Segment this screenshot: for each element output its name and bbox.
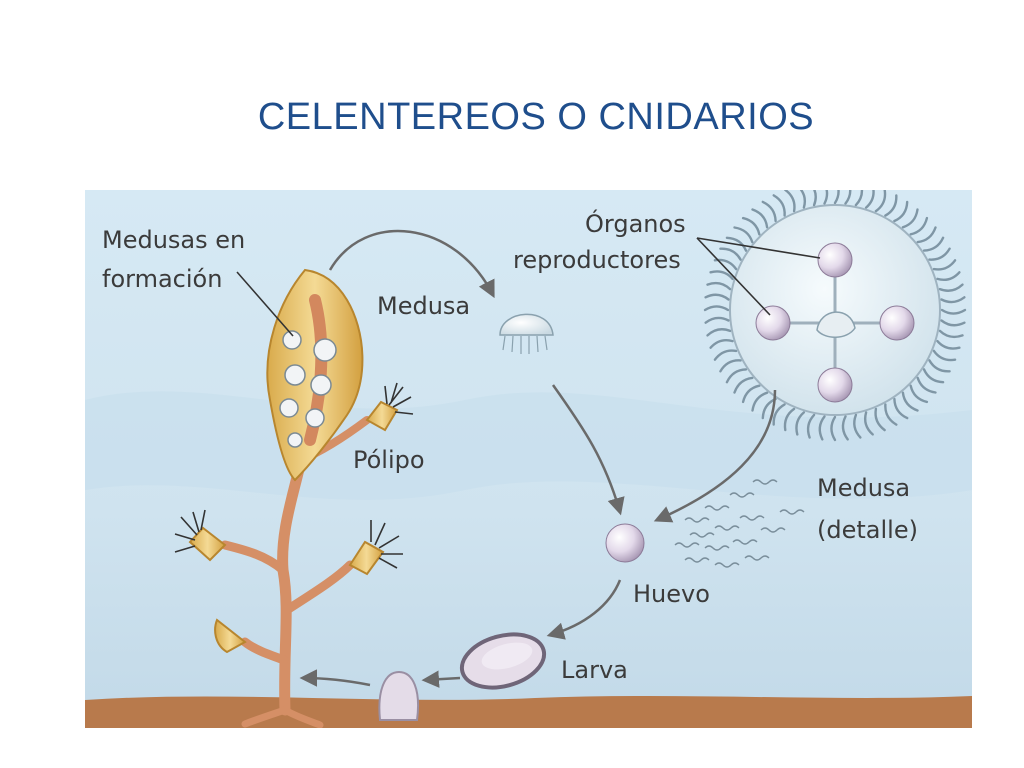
tentacle — [928, 359, 951, 373]
polyp-lower-cup — [214, 618, 247, 654]
tentacle — [874, 407, 886, 432]
tentacle — [783, 407, 796, 432]
tentacle — [922, 368, 945, 384]
tentacle — [709, 270, 734, 281]
tentacle — [725, 368, 748, 384]
arrow-medusa-to-egg — [551, 384, 625, 516]
label-larva: Larva — [561, 656, 628, 684]
tentacle — [854, 190, 864, 207]
tentacle — [709, 338, 734, 349]
tentacle — [874, 190, 887, 213]
tentacle — [751, 391, 769, 412]
medusa-detail — [703, 190, 967, 442]
tentacle — [932, 259, 957, 271]
label-medusa: Medusa — [377, 292, 470, 320]
tentacle — [704, 293, 730, 301]
tentacle — [772, 194, 786, 217]
arrow-settled-to-colony — [299, 669, 371, 687]
label-huevo: Huevo — [633, 580, 710, 608]
tentacle — [909, 384, 929, 404]
arrow-detail-to-egg — [653, 389, 777, 523]
larva — [459, 632, 547, 690]
tentacle — [795, 411, 806, 436]
tentacle — [864, 190, 875, 209]
tentacle — [922, 236, 945, 252]
tentacle — [713, 349, 738, 361]
tentacle — [741, 216, 761, 236]
tentacle — [719, 247, 742, 261]
label-medusas-en-formacion-1: Medusas en — [102, 226, 245, 254]
tentacle — [940, 308, 967, 315]
egg — [605, 523, 645, 563]
tentacle — [704, 316, 730, 324]
seabed — [85, 696, 972, 728]
label-medusas-en-formacion-2: formación — [102, 265, 222, 293]
medusa-drawing — [499, 313, 554, 354]
tentacle — [833, 190, 840, 205]
label-organos-1: Órganos — [585, 208, 686, 238]
gonad-bottom — [817, 367, 853, 403]
tentacle — [938, 283, 964, 292]
settled-larva — [378, 670, 419, 721]
tentacle — [938, 329, 964, 339]
tentacle — [799, 190, 807, 209]
arrow-larva-to-settled — [421, 670, 461, 688]
tentacle — [719, 359, 742, 373]
tentacle — [733, 376, 754, 394]
tentacle — [853, 413, 862, 439]
tentacle — [893, 200, 909, 223]
tentacle — [841, 415, 849, 441]
tentacle — [916, 226, 937, 244]
tentacle — [784, 190, 796, 213]
tentacle — [916, 376, 937, 394]
label-pointers — [236, 237, 821, 337]
label-organos-2: reproductores — [513, 246, 681, 274]
tentacle — [936, 339, 961, 350]
tentacle — [823, 190, 829, 205]
tentacle — [751, 208, 769, 229]
tentacle — [706, 281, 732, 291]
gonad-top — [817, 242, 853, 278]
tentacle — [893, 397, 909, 420]
polyp-right-middle — [348, 520, 403, 576]
tentacle — [703, 305, 730, 312]
tentacle — [830, 415, 837, 442]
polyp-right-top — [365, 382, 414, 432]
tentacle — [772, 403, 786, 426]
tentacle — [741, 384, 761, 404]
label-polipo: Pólipo — [353, 446, 425, 474]
cycle-arrows — [299, 229, 777, 688]
label-medusa-detalle-1: Medusa — [817, 474, 910, 502]
arrow-colony-to-medusa — [328, 229, 495, 299]
tentacle — [818, 415, 826, 441]
tentacle — [909, 216, 929, 236]
tentacle — [884, 194, 898, 217]
tentacle — [706, 328, 732, 337]
tentacle — [940, 319, 966, 327]
tentacle — [812, 190, 817, 207]
slide-title: CELENTEREOS O CNIDARIOS — [257, 96, 815, 138]
tentacle — [901, 391, 919, 412]
polyp-left — [174, 509, 227, 562]
tentacle — [901, 208, 919, 229]
polyp-colony — [174, 268, 414, 728]
gonad-right — [879, 305, 915, 341]
tentacle — [863, 411, 874, 436]
tentacle — [940, 296, 966, 304]
label-medusa-detalle-2: (detalle) — [817, 516, 918, 544]
sperm-cells — [674, 479, 805, 568]
tentacle — [928, 247, 951, 261]
arrow-egg-to-larva — [546, 579, 622, 640]
tentacle — [806, 413, 816, 439]
tentacle — [733, 226, 754, 244]
tentacle — [761, 200, 777, 223]
tentacle — [725, 236, 748, 252]
cnidarian-life-cycle-diagram: Medusas en formación Medusa Pólipo Órgan… — [85, 190, 972, 728]
tentacle — [932, 349, 957, 362]
tentacle — [844, 190, 852, 205]
gonad-left — [755, 305, 791, 341]
tentacle — [884, 403, 898, 426]
tentacle — [936, 271, 961, 282]
